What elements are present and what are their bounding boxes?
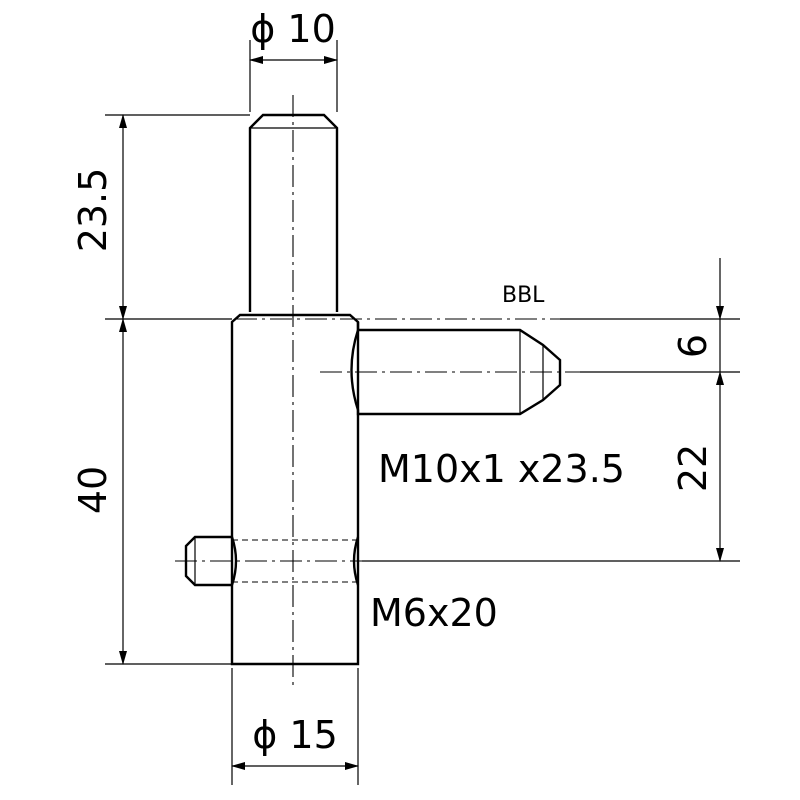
thread-spec-label: M10x1 x23.5 xyxy=(378,447,625,491)
reference-line-label: BBL xyxy=(502,283,545,308)
dimension-lines xyxy=(119,56,724,770)
hinge-body xyxy=(230,313,360,666)
thread-offset-label: 6 xyxy=(671,334,715,358)
center-lines xyxy=(130,95,600,690)
pin-diameter-label: ϕ 10 xyxy=(250,7,336,51)
thread-distance-label: 22 xyxy=(671,444,715,492)
extension-lines xyxy=(105,40,740,785)
body-diameter-label: ϕ 15 xyxy=(252,713,338,757)
body-length-label: 40 xyxy=(71,466,115,514)
threaded-side-pin xyxy=(350,322,562,416)
pin-length-label: 23.5 xyxy=(71,168,115,253)
screw-spec-label: M6x20 xyxy=(370,591,498,635)
